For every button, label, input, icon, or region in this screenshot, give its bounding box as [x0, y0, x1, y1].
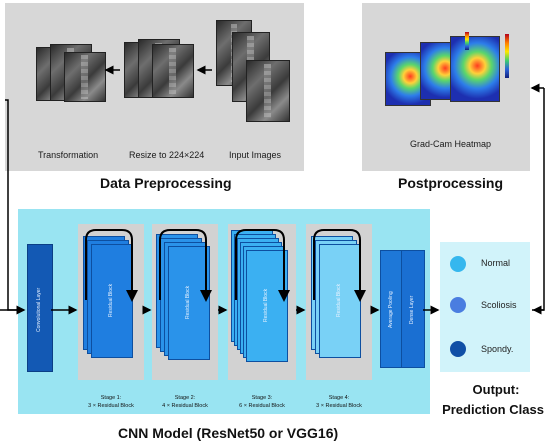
average-pooling-layer: [380, 250, 404, 368]
stage-2-name: Stage 2:: [174, 395, 196, 401]
preprocessing-title: Data Preprocessing: [100, 175, 232, 191]
stage-3-label: Stage 3: 6 × Residual Block: [231, 394, 293, 410]
output-title-line2: Prediction Class: [442, 402, 544, 417]
stage-3-name: Stage 3:: [251, 395, 273, 401]
postprocessing-title: Postprocessing: [398, 175, 504, 191]
output-title: Output: Prediction Class: [436, 380, 550, 420]
transformation-label: Transformation: [38, 150, 99, 160]
stage-1-desc: 3 × Residual Block: [88, 403, 134, 409]
stage-3-block: [246, 250, 288, 362]
stage-2-block: [168, 246, 210, 360]
stage-1-name: Stage 1:: [100, 395, 122, 401]
spondy-class-dot: [450, 341, 466, 357]
input-images-label: Input Images: [229, 150, 282, 160]
stage-4-desc: 3 × Residual Block: [316, 403, 362, 409]
resize-label: Resize to 224×224: [129, 150, 205, 160]
spondy-class-label: Spondy.: [481, 344, 514, 354]
dense-layer: [401, 250, 425, 368]
scoliosis-class-dot: [450, 297, 466, 313]
convolutional-layer: [27, 244, 53, 372]
stage-2-label: Stage 2: 4 × Residual Block: [154, 394, 216, 410]
scoliosis-class-label: Scoliosis: [481, 300, 517, 310]
heatmap-label: Grad-Cam Heatmap: [410, 139, 492, 149]
cnn-title: CNN Model (ResNet50 or VGG16): [118, 425, 339, 441]
stage-4-name: Stage 4:: [328, 395, 350, 401]
stage-4-label: Stage 4: 3 × Residual Block: [308, 394, 370, 410]
output-title-line1: Output:: [472, 382, 520, 397]
stage-1-label: Stage 1: 3 × Residual Block: [80, 394, 142, 410]
normal-class-label: Normal: [481, 258, 511, 268]
normal-class-dot: [450, 256, 466, 272]
stage-2-desc: 4 × Residual Block: [162, 403, 208, 409]
stage-3-desc: 6 × Residual Block: [239, 403, 285, 409]
